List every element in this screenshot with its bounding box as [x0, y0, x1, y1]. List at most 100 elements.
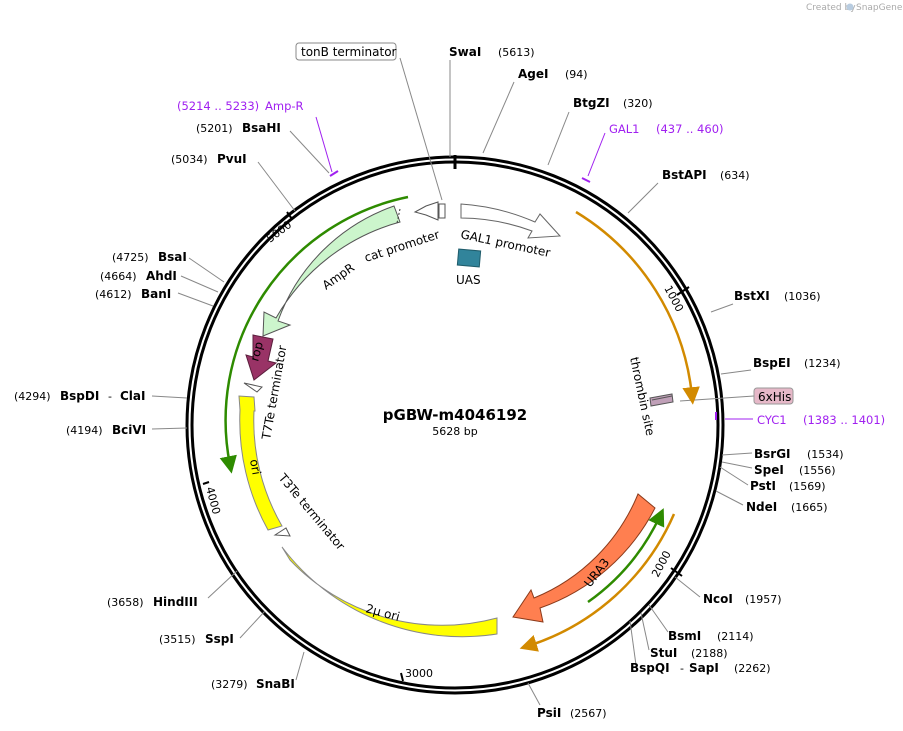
enzyme-bsai[interactable]: BsaI	[158, 250, 187, 264]
enzyme-ncoi[interactable]: NcoI	[703, 592, 733, 606]
enzyme-bspei[interactable]: BspEI	[753, 356, 791, 370]
enzyme-bspei-pos: (1234)	[804, 357, 841, 370]
enzyme-bspdi-pos: (4294)	[14, 390, 51, 403]
enzyme-bspdi[interactable]: BspDI	[60, 389, 99, 403]
gal1-promoter-feature[interactable]	[460, 203, 562, 239]
tick-1000	[676, 286, 690, 296]
enzyme-sspi[interactable]: SspI	[205, 632, 234, 646]
orf-orange-right	[575, 210, 700, 405]
enzyme-bstapi[interactable]: BstAPI	[662, 168, 707, 182]
enzyme-pvui[interactable]: PvuI	[217, 152, 247, 166]
uas-feature[interactable]	[456, 248, 482, 268]
his-tag-label: 6xHis	[758, 390, 791, 404]
two-mu-ori-feature[interactable]	[281, 546, 498, 638]
enzyme-ndei[interactable]: NdeI	[746, 500, 777, 514]
enzyme-bani-pos: (4612)	[95, 288, 132, 301]
enzyme-clai[interactable]: ClaI	[120, 389, 145, 403]
enzyme-swai[interactable]: SwaI	[449, 45, 481, 59]
enzyme-bani[interactable]: BanI	[141, 287, 171, 301]
plasmid-size: 5628 bp	[432, 425, 477, 438]
enzyme-snabi[interactable]: SnaBI	[256, 677, 295, 691]
enzyme-hindiii-pos: (3658)	[107, 596, 144, 609]
enzyme-ahdi[interactable]: AhdI	[146, 269, 177, 283]
enzyme-bspdi-sep: -	[108, 390, 112, 403]
enzyme-bsmi[interactable]: BsmI	[668, 629, 701, 643]
enzyme-psii[interactable]: PsiI	[537, 706, 561, 720]
rop-feature[interactable]	[245, 334, 278, 381]
enzyme-bcivi[interactable]: BciVI	[112, 423, 146, 437]
enzyme-swai-pos: (5613)	[498, 46, 535, 59]
tick-label-1000: 1000	[661, 283, 686, 314]
enzyme-bspqi-sep: -	[680, 662, 684, 675]
enzyme-bstxi-pos: (1036)	[784, 290, 821, 303]
enzyme-bsahi-pos: (5201)	[196, 122, 233, 135]
enzyme-bspqi[interactable]: BspQI	[630, 661, 670, 675]
ura3-feature[interactable]	[512, 493, 656, 623]
primer-gal1-name[interactable]: GAL1	[609, 122, 640, 136]
plasmid-name: pGBW-m4046192	[383, 406, 527, 424]
t7te-terminator-feature[interactable]	[243, 382, 263, 393]
enzyme-leaders	[151, 60, 753, 706]
gal1-primer-leader	[587, 132, 606, 177]
enzyme-bsahi[interactable]: BsaHI	[242, 121, 281, 135]
enzyme-bstapi-pos: (634)	[720, 169, 750, 182]
rop-label: rop	[247, 340, 266, 363]
primer-gal1-range: (437 .. 460)	[656, 122, 724, 136]
enzyme-bsmi-pos: (2114)	[717, 630, 754, 643]
tick-2000	[670, 567, 683, 577]
enzyme-bspqi-pos: (2262)	[734, 662, 771, 675]
tick-5000	[286, 211, 293, 220]
tonb-label: tonB terminator	[301, 45, 397, 59]
enzyme-bsrgi-pos: (1534)	[807, 448, 844, 461]
tonb-terminator-feature[interactable]	[438, 203, 446, 219]
primer-cyc1-name[interactable]: CYC1	[757, 413, 787, 427]
thrombin-site-stripe	[651, 395, 673, 401]
cat-promoter-label: cat promoter	[363, 227, 442, 264]
credit-brand: SnapGene	[856, 3, 903, 13]
uas-label: UAS	[456, 273, 481, 287]
enzyme-ahdi-pos: (4664)	[100, 270, 137, 283]
tonb-leader	[399, 57, 443, 201]
ori-label: ori	[247, 458, 263, 476]
thrombin-site-label: thrombin site	[627, 356, 657, 437]
primer-ampr-range: (5214 .. 5233)	[177, 99, 259, 113]
enzyme-ncoi-pos: (1957)	[745, 593, 782, 606]
enzyme-bsai-pos: (4725)	[112, 251, 149, 264]
his-tag-box[interactable]	[753, 387, 794, 405]
enzyme-stui[interactable]: StuI	[650, 646, 677, 660]
orf-green-left	[219, 195, 409, 474]
enzyme-bsrgi[interactable]: BsrGI	[754, 447, 791, 461]
enzyme-sspi-pos: (3515)	[159, 633, 196, 646]
t3te-terminator-label: T3Te terminator	[275, 470, 348, 553]
tick-3000	[400, 672, 404, 682]
enzyme-psti-pos: (1569)	[789, 480, 826, 493]
tick-4000	[202, 481, 210, 485]
enzyme-stui-pos: (2188)	[691, 647, 728, 660]
enzyme-agei-pos: (94)	[565, 68, 588, 81]
enzyme-psii-pos: (2567)	[570, 707, 607, 720]
t3te-terminator-feature[interactable]	[273, 527, 291, 537]
enzyme-hindiii[interactable]: HindIII	[153, 595, 198, 609]
orf-orange-bottom	[519, 513, 676, 652]
ori-feature[interactable]	[238, 395, 283, 531]
enzyme-ndei-pos: (1665)	[791, 501, 828, 514]
enzyme-agei[interactable]: AgeI	[518, 67, 548, 81]
ampr-label: AmpR	[320, 260, 357, 292]
enzyme-psti[interactable]: PstI	[750, 479, 776, 493]
enzyme-spei[interactable]: SpeI	[754, 463, 784, 477]
enzyme-sapi[interactable]: SapI	[689, 661, 719, 675]
enzyme-btgzi-pos: (320)	[623, 97, 653, 110]
orf-green-bottom	[587, 508, 665, 604]
enzyme-bcivi-pos: (4194)	[66, 424, 103, 437]
enzyme-btgzi[interactable]: BtgZI	[573, 96, 610, 110]
primer-cyc1-range: (1383 .. 1401)	[803, 413, 885, 427]
enzyme-snabi-pos: (3279)	[211, 678, 248, 691]
ampr-primer-mark	[329, 170, 339, 177]
ampr-feature[interactable]	[262, 205, 401, 337]
ampr-primer-leader	[315, 116, 333, 173]
enzyme-bstxi[interactable]: BstXI	[734, 289, 770, 303]
enzyme-spei-pos: (1556)	[799, 464, 836, 477]
cat-promoter-feature[interactable]	[413, 201, 439, 221]
primer-ampr-name[interactable]: Amp-R	[265, 99, 304, 113]
